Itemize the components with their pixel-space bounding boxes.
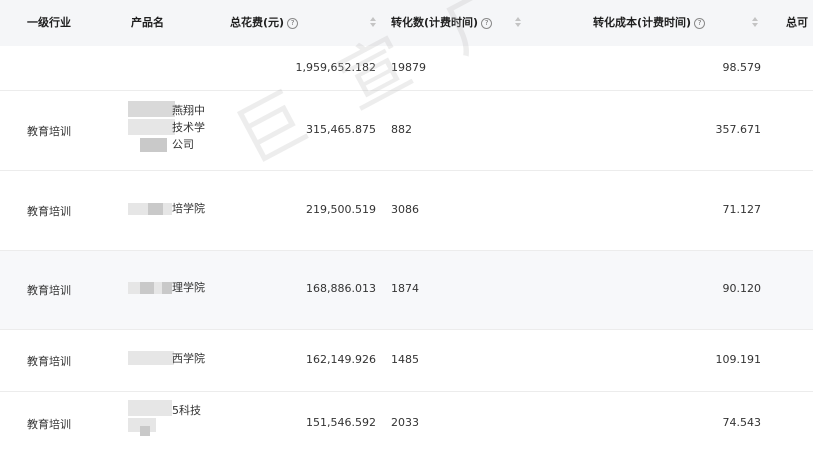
col-industry-header[interactable]: 一级行业	[27, 16, 71, 29]
table-row[interactable]: 教育培训 培学院 219,500.519 3086 71.127	[0, 171, 813, 251]
help-icon[interactable]: ?	[481, 18, 493, 29]
conversions-cell: 882	[391, 123, 412, 136]
product-cell[interactable]: 5科技	[128, 400, 218, 444]
cost-cell: 71.127	[722, 203, 762, 216]
redacted-block	[162, 282, 172, 294]
industry-cell: 教育培训	[27, 355, 71, 368]
product-cell[interactable]: 理学院	[128, 270, 218, 306]
spend-cell: 151,546.592	[306, 416, 376, 429]
summary-row: 1,959,652.182 19879 98.579	[0, 46, 813, 91]
table-row[interactable]: 教育培训 5科技 151,546.592 2033 74.543	[0, 392, 813, 453]
industry-cell: 教育培训	[27, 284, 71, 297]
cost-cell: 357.671	[715, 123, 762, 136]
table-row[interactable]: 教育培训 理学院 168,886.013 1874 90.120	[0, 251, 813, 330]
help-icon[interactable]: ?	[287, 18, 299, 29]
product-name-line: 燕翔中	[172, 104, 205, 117]
sort-icon[interactable]	[514, 17, 521, 29]
industry-cell: 教育培训	[27, 418, 71, 431]
cost-cell: 74.543	[722, 416, 762, 429]
industry-cell: 教育培训	[27, 125, 71, 138]
redacted-block	[140, 138, 167, 152]
product-name-line: 5科技	[172, 404, 201, 417]
product-name-line: 西学院	[172, 352, 205, 365]
col-conversions-label: 转化数(计费时间)	[391, 16, 479, 29]
redacted-block	[140, 426, 150, 436]
product-cell[interactable]: 西学院	[128, 342, 218, 378]
spend-cell: 315,465.875	[306, 123, 376, 136]
redacted-block	[148, 203, 163, 215]
redacted-block	[128, 400, 172, 416]
summary-cost: 98.579	[722, 61, 762, 74]
sort-icon[interactable]	[751, 17, 758, 29]
product-cell[interactable]: 燕翔中 技术学 公司	[128, 99, 218, 161]
spend-cell: 168,886.013	[306, 282, 376, 295]
redacted-block	[128, 351, 174, 365]
product-name-line: 培学院	[172, 202, 205, 215]
conversions-cell: 1874	[391, 282, 419, 295]
col-spend-label: 总花费(元)	[230, 16, 285, 29]
col-spend-header[interactable]: 总花费(元)?	[230, 0, 299, 46]
summary-spend: 1,959,652.182	[295, 61, 376, 74]
col-conversions-header[interactable]: 转化数(计费时间)?	[391, 0, 493, 46]
table-row[interactable]: 教育培训 燕翔中 技术学 公司 315,465.875 882 357.671	[0, 91, 813, 171]
table-header: 一级行业 产品名 总花费(元)? 转化数(计费时间)? 转化成本(计费时间)? …	[0, 0, 813, 46]
sort-icon[interactable]	[369, 17, 376, 29]
col-cost-header[interactable]: 转化成本(计费时间)?	[593, 0, 706, 46]
col-cost-label: 转化成本(计费时间)	[593, 16, 692, 29]
conversions-cell: 2033	[391, 416, 419, 429]
spend-cell: 219,500.519	[306, 203, 376, 216]
redacted-block	[128, 119, 175, 135]
help-icon[interactable]: ?	[694, 18, 706, 29]
product-name-line: 理学院	[172, 281, 205, 294]
col-next-header[interactable]: 总可	[786, 16, 808, 29]
product-cell[interactable]: 培学院	[128, 191, 218, 227]
redacted-block	[128, 101, 175, 117]
summary-conversions: 19879	[391, 61, 426, 74]
product-name-line: 技术学	[172, 121, 205, 134]
cost-cell: 90.120	[722, 282, 762, 295]
redacted-block	[140, 282, 154, 294]
cost-cell: 109.191	[715, 353, 762, 366]
conversions-cell: 3086	[391, 203, 419, 216]
conversions-cell: 1485	[391, 353, 419, 366]
industry-cell: 教育培训	[27, 205, 71, 218]
col-product-header[interactable]: 产品名	[131, 16, 164, 29]
product-name-line: 公司	[172, 138, 194, 151]
table-row[interactable]: 教育培训 西学院 162,149.926 1485 109.191	[0, 330, 813, 392]
spend-cell: 162,149.926	[306, 353, 376, 366]
